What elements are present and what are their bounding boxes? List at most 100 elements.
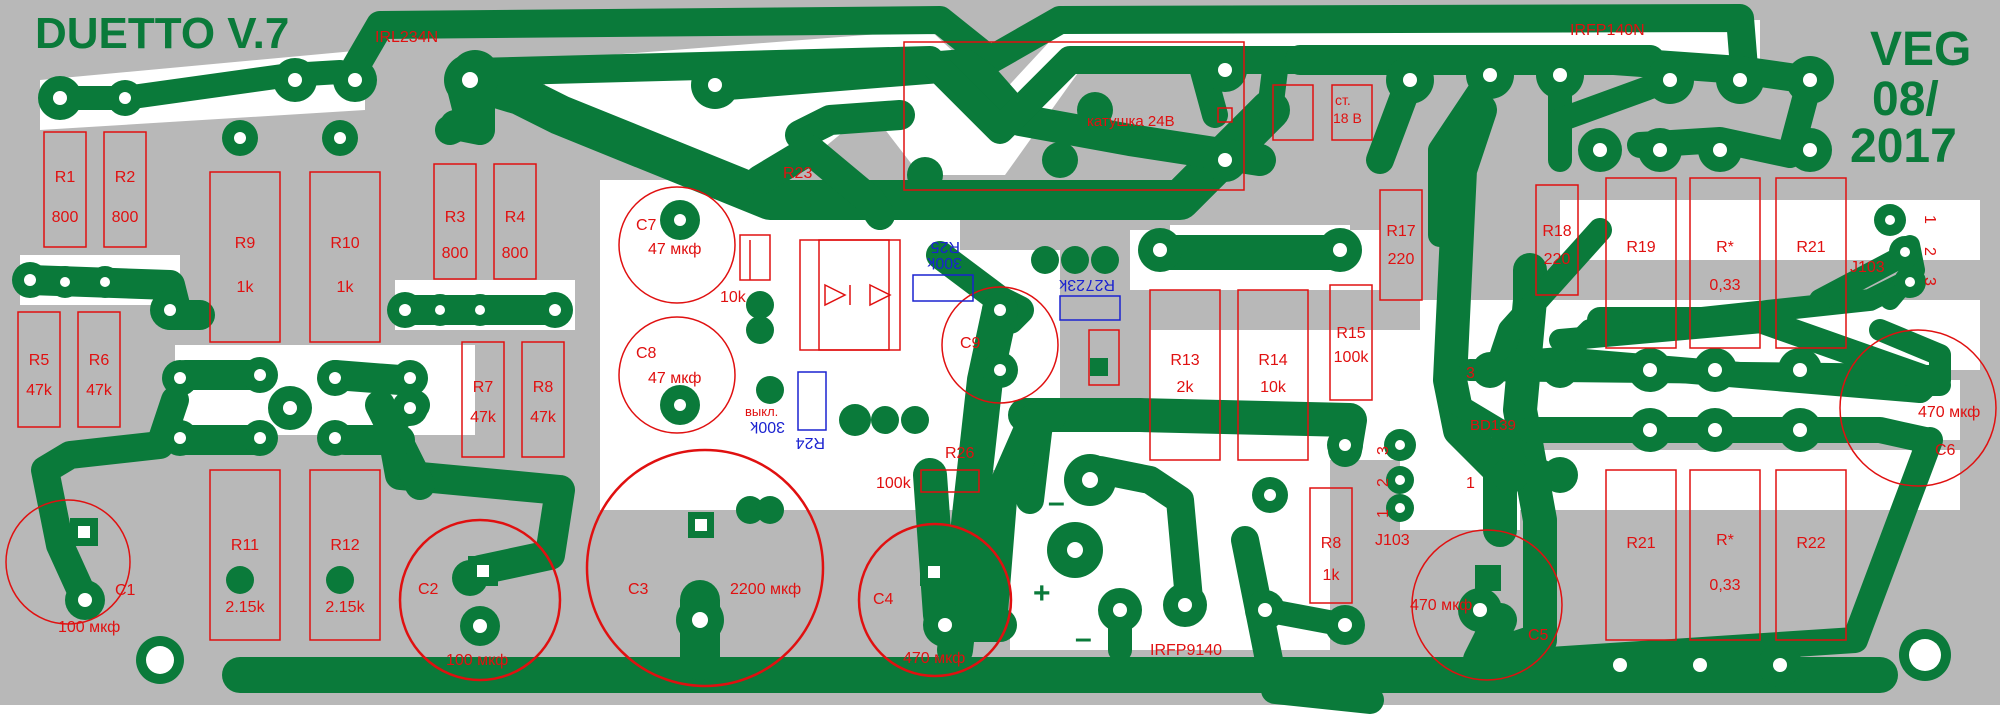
j103-right: J103: [1850, 259, 1885, 276]
c3-val: 2200 мкф: [730, 581, 801, 598]
component-outlines: [5, 41, 1997, 688]
c2-ref: C2: [418, 581, 439, 598]
label-bd139: BD139: [1470, 417, 1516, 434]
pads: [12, 48, 1936, 687]
label-coil: катушка 24В: [1087, 113, 1175, 130]
r2-val: 800: [112, 209, 139, 226]
r17-val: 220: [1388, 251, 1415, 268]
c2-val: 100 мкф: [446, 652, 508, 669]
r4-ref: R4: [505, 209, 526, 226]
c8-val: 47 мкф: [648, 370, 701, 387]
r25-ref: R25: [931, 238, 960, 255]
pin-3-b: 3: [1921, 277, 1938, 286]
r23-ref: R23: [783, 165, 812, 182]
c9-ref: C9: [960, 335, 981, 352]
r12-ref: R12: [330, 537, 359, 554]
c7-ref: C7: [636, 217, 657, 234]
r27-val: 23k: [1058, 276, 1085, 293]
pin-3-a: 3: [1375, 446, 1392, 455]
board-title: DUETTO V.7: [35, 9, 289, 58]
c4-val: 470 мкф: [903, 650, 965, 667]
j103-left: J103: [1375, 532, 1410, 549]
r22-ref: R22: [1796, 535, 1825, 552]
pin-2-b: 2: [1921, 247, 1938, 256]
mounting-holes: [136, 629, 1951, 684]
pin-2-a: 2: [1375, 478, 1392, 487]
signature-line-3: 2017: [1850, 120, 1957, 173]
r15-val: 100k: [1334, 349, 1370, 366]
r26-ref: R26: [945, 445, 974, 462]
r8-val: 47k: [530, 409, 557, 426]
rstar2-val: 0,33: [1709, 577, 1740, 594]
r17-ref: R17: [1386, 223, 1415, 240]
r10-val: 1k: [337, 279, 355, 296]
rstar2-ref: R*: [1716, 532, 1734, 549]
r14-val: 10k: [1260, 379, 1287, 396]
r26-val: 100k: [876, 475, 912, 492]
label-irfp140n: IRFP140N: [1570, 22, 1645, 39]
rstar1-val: 0,33: [1709, 277, 1740, 294]
c8-ref: C8: [636, 345, 657, 362]
r1-ref: R1: [55, 169, 76, 186]
r19-ref: R19: [1626, 239, 1655, 256]
power-minus-bottom: –: [1075, 622, 1092, 655]
pin-1-a: 1: [1375, 509, 1392, 518]
c1-val: 100 мкф: [58, 619, 120, 636]
r2-ref: R2: [115, 169, 136, 186]
misc-labels: R23 10k R25 300k R24 300k R27 23k R26 10…: [720, 165, 1938, 655]
label-st-18v: 18 В: [1333, 110, 1362, 126]
opto-outlines: [799, 239, 901, 351]
r24-ref: R24: [796, 434, 825, 451]
r27-ref: R27: [1086, 276, 1115, 293]
c6-val: 470 мкф: [1918, 404, 1980, 421]
r5-val: 47k: [26, 382, 53, 399]
r20-ref: R21: [1796, 239, 1825, 256]
r6-val: 47k: [86, 382, 113, 399]
power-minus-top: –: [1048, 486, 1065, 519]
r9-ref: R9: [235, 235, 256, 252]
r3-ref: R3: [445, 209, 466, 226]
c5-val: 470 мкф: [1410, 597, 1472, 614]
signature-line-2: 08/: [1872, 73, 1939, 126]
label-irfp9140: IRFP9140: [1150, 642, 1222, 659]
r13-ref: R13: [1170, 352, 1199, 369]
r11-val: 2.15k: [225, 599, 265, 616]
r7-val: 47k: [470, 409, 497, 426]
rstar1-ref: R*: [1716, 239, 1734, 256]
r5-ref: R5: [29, 352, 50, 369]
label-vykl: выкл.: [745, 404, 778, 419]
r8b-val: 1k: [1323, 567, 1341, 584]
r15-ref: R15: [1336, 325, 1365, 342]
resistor-labels: R1 800 R2 800 R9 1k R10 1k R3 800 R4 800…: [26, 169, 1826, 616]
c3-ref: C3: [628, 581, 649, 598]
c4-ref: C4: [873, 591, 894, 608]
pin-1-c: 1: [1466, 475, 1475, 492]
pin-3-c: 3: [1466, 365, 1475, 382]
r9-val: 1k: [237, 279, 255, 296]
r3-val: 800: [442, 245, 469, 262]
r6-ref: R6: [89, 352, 110, 369]
r8b-ref: R8: [1321, 535, 1342, 552]
r7-ref: R7: [473, 379, 494, 396]
signature-line-1: VEG: [1870, 23, 1971, 76]
c5-ref: C5: [1528, 627, 1549, 644]
r10-ref: R10: [330, 235, 359, 252]
r24-val: 300k: [749, 418, 785, 435]
pin-1-b: 1: [1921, 215, 1938, 224]
c7-val: 47 мкф: [648, 241, 701, 258]
r1-val: 800: [52, 209, 79, 226]
r18-val: 220: [1544, 251, 1571, 268]
r23-val: 10k: [720, 289, 747, 306]
r11-ref: R11: [231, 537, 259, 554]
capacitor-labels: C1 100 мкф C2 100 мкф C3 2200 мкф C4 470…: [58, 217, 1980, 669]
r21-ref: R21: [1626, 535, 1655, 552]
r12-val: 2.15k: [325, 599, 365, 616]
power-plus: +: [1033, 577, 1051, 610]
r18-ref: R18: [1542, 223, 1571, 240]
r25-val: 300k: [926, 254, 962, 271]
r8-ref: R8: [533, 379, 554, 396]
r13-val: 2k: [1177, 379, 1195, 396]
r14-ref: R14: [1258, 352, 1287, 369]
blue-outlines: [797, 274, 1121, 431]
